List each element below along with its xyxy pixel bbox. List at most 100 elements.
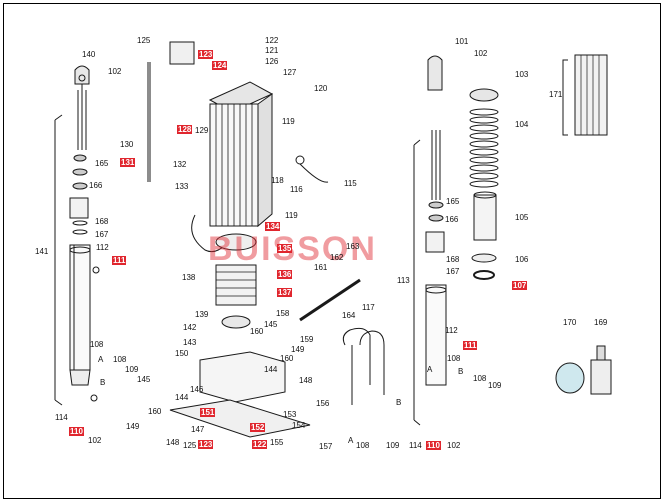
callout-105: 105 <box>515 213 529 222</box>
callout-168: 168 <box>95 217 109 226</box>
callout-149: 149 <box>126 422 140 431</box>
callout-153: 153 <box>283 410 297 419</box>
callout-159: 159 <box>300 335 314 344</box>
accessories <box>555 54 612 395</box>
callout-117: 117 <box>362 303 375 312</box>
callout-160: 160 <box>148 407 162 416</box>
callout-138: 138 <box>182 273 196 282</box>
callout-126: 126 <box>265 57 279 66</box>
callout-118: 118 <box>271 176 284 185</box>
callout-109: 109 <box>386 441 400 450</box>
callout-112: 112 <box>445 326 458 335</box>
callout-131-link[interactable]: 131 <box>120 158 136 167</box>
callout-109: 109 <box>125 365 139 374</box>
callout-166: 166 <box>445 215 459 224</box>
callout-102: 102 <box>447 441 461 450</box>
callout-121: 121 <box>265 46 279 55</box>
callout-169: 169 <box>594 318 608 327</box>
callout-155: 155 <box>270 438 284 447</box>
callout-128-link[interactable]: 128 <box>177 125 193 134</box>
callout-123-link[interactable]: 123 <box>198 50 214 59</box>
callout-119: 119 <box>285 211 298 220</box>
callout-103: 103 <box>515 70 529 79</box>
callout-163: 163 <box>346 242 360 251</box>
callout-157: 157 <box>319 442 333 451</box>
callout-136-link[interactable]: 136 <box>277 270 293 279</box>
callout-130: 130 <box>120 140 134 149</box>
callout-137-link[interactable]: 137 <box>277 288 293 297</box>
callout-108: 108 <box>447 354 461 363</box>
callout-145: 145 <box>137 375 151 384</box>
callout-160: 160 <box>280 354 294 363</box>
callout-122-link[interactable]: 122 <box>252 440 268 449</box>
callout-129: 129 <box>195 126 209 135</box>
callout-B: B <box>396 398 402 407</box>
callout-A: A <box>348 436 354 445</box>
callout-168: 168 <box>446 255 460 264</box>
callout-144: 144 <box>175 393 189 402</box>
callout-144: 144 <box>264 365 278 374</box>
callout-145: 145 <box>264 320 278 329</box>
center-assembly <box>147 41 329 438</box>
diagram-frame <box>3 3 661 499</box>
callout-104: 104 <box>515 120 529 129</box>
callout-102: 102 <box>88 436 102 445</box>
callout-106: 106 <box>515 255 529 264</box>
callout-111-link[interactable]: 111 <box>463 341 478 350</box>
callout-102: 102 <box>108 67 122 76</box>
callout-B: B <box>458 367 464 376</box>
callout-108: 108 <box>113 355 127 364</box>
callout-148: 148 <box>299 376 313 385</box>
callout-152-link[interactable]: 152 <box>250 423 266 432</box>
callout-115: 115 <box>344 179 357 188</box>
callout-114: 114 <box>409 441 422 450</box>
callout-162: 162 <box>330 253 344 262</box>
callout-108: 108 <box>473 374 487 383</box>
callout-149: 149 <box>291 345 305 354</box>
callout-143: 143 <box>183 338 197 347</box>
callout-164: 164 <box>342 311 356 320</box>
callout-147: 147 <box>191 425 205 434</box>
callout-111-link[interactable]: 111 <box>112 256 127 265</box>
callout-146: 146 <box>190 385 204 394</box>
callout-134-link[interactable]: 134 <box>265 222 281 231</box>
callout-139: 139 <box>195 310 209 319</box>
callout-120: 120 <box>314 84 328 93</box>
callout-150: 150 <box>175 349 189 358</box>
callout-170: 170 <box>563 318 577 327</box>
callout-119: 119 <box>282 117 295 126</box>
callout-156: 156 <box>316 399 330 408</box>
callout-132: 132 <box>173 160 187 169</box>
callout-101: 101 <box>455 37 469 46</box>
callout-151-link[interactable]: 151 <box>200 408 216 417</box>
callout-154: 154 <box>292 421 306 430</box>
callout-167: 167 <box>95 230 109 239</box>
callout-125: 125 <box>137 36 151 45</box>
callout-113: 113 <box>397 276 410 285</box>
callout-171: 171 <box>549 90 563 99</box>
callout-102: 102 <box>474 49 488 58</box>
callout-165: 165 <box>95 159 109 168</box>
callout-110-link[interactable]: 110 <box>426 441 441 450</box>
callout-122: 122 <box>265 36 279 45</box>
callout-135-link[interactable]: 135 <box>277 244 293 253</box>
callout-160: 160 <box>250 327 264 336</box>
callout-166: 166 <box>89 181 103 190</box>
callout-123-link[interactable]: 123 <box>198 440 214 449</box>
callout-148: 148 <box>166 438 180 447</box>
callout-140: 140 <box>82 50 96 59</box>
callout-107-link[interactable]: 107 <box>512 281 528 290</box>
callout-133: 133 <box>175 182 189 191</box>
callout-114: 114 <box>55 413 68 422</box>
right-cylinder-assembly <box>413 55 499 426</box>
callout-124-link[interactable]: 124 <box>212 61 228 70</box>
callout-108: 108 <box>90 340 104 349</box>
callout-112: 112 <box>96 243 109 252</box>
callout-127: 127 <box>283 68 297 77</box>
callout-167: 167 <box>446 267 460 276</box>
callout-110-link[interactable]: 110 <box>69 427 84 436</box>
callout-165: 165 <box>446 197 460 206</box>
callout-158: 158 <box>276 309 290 318</box>
